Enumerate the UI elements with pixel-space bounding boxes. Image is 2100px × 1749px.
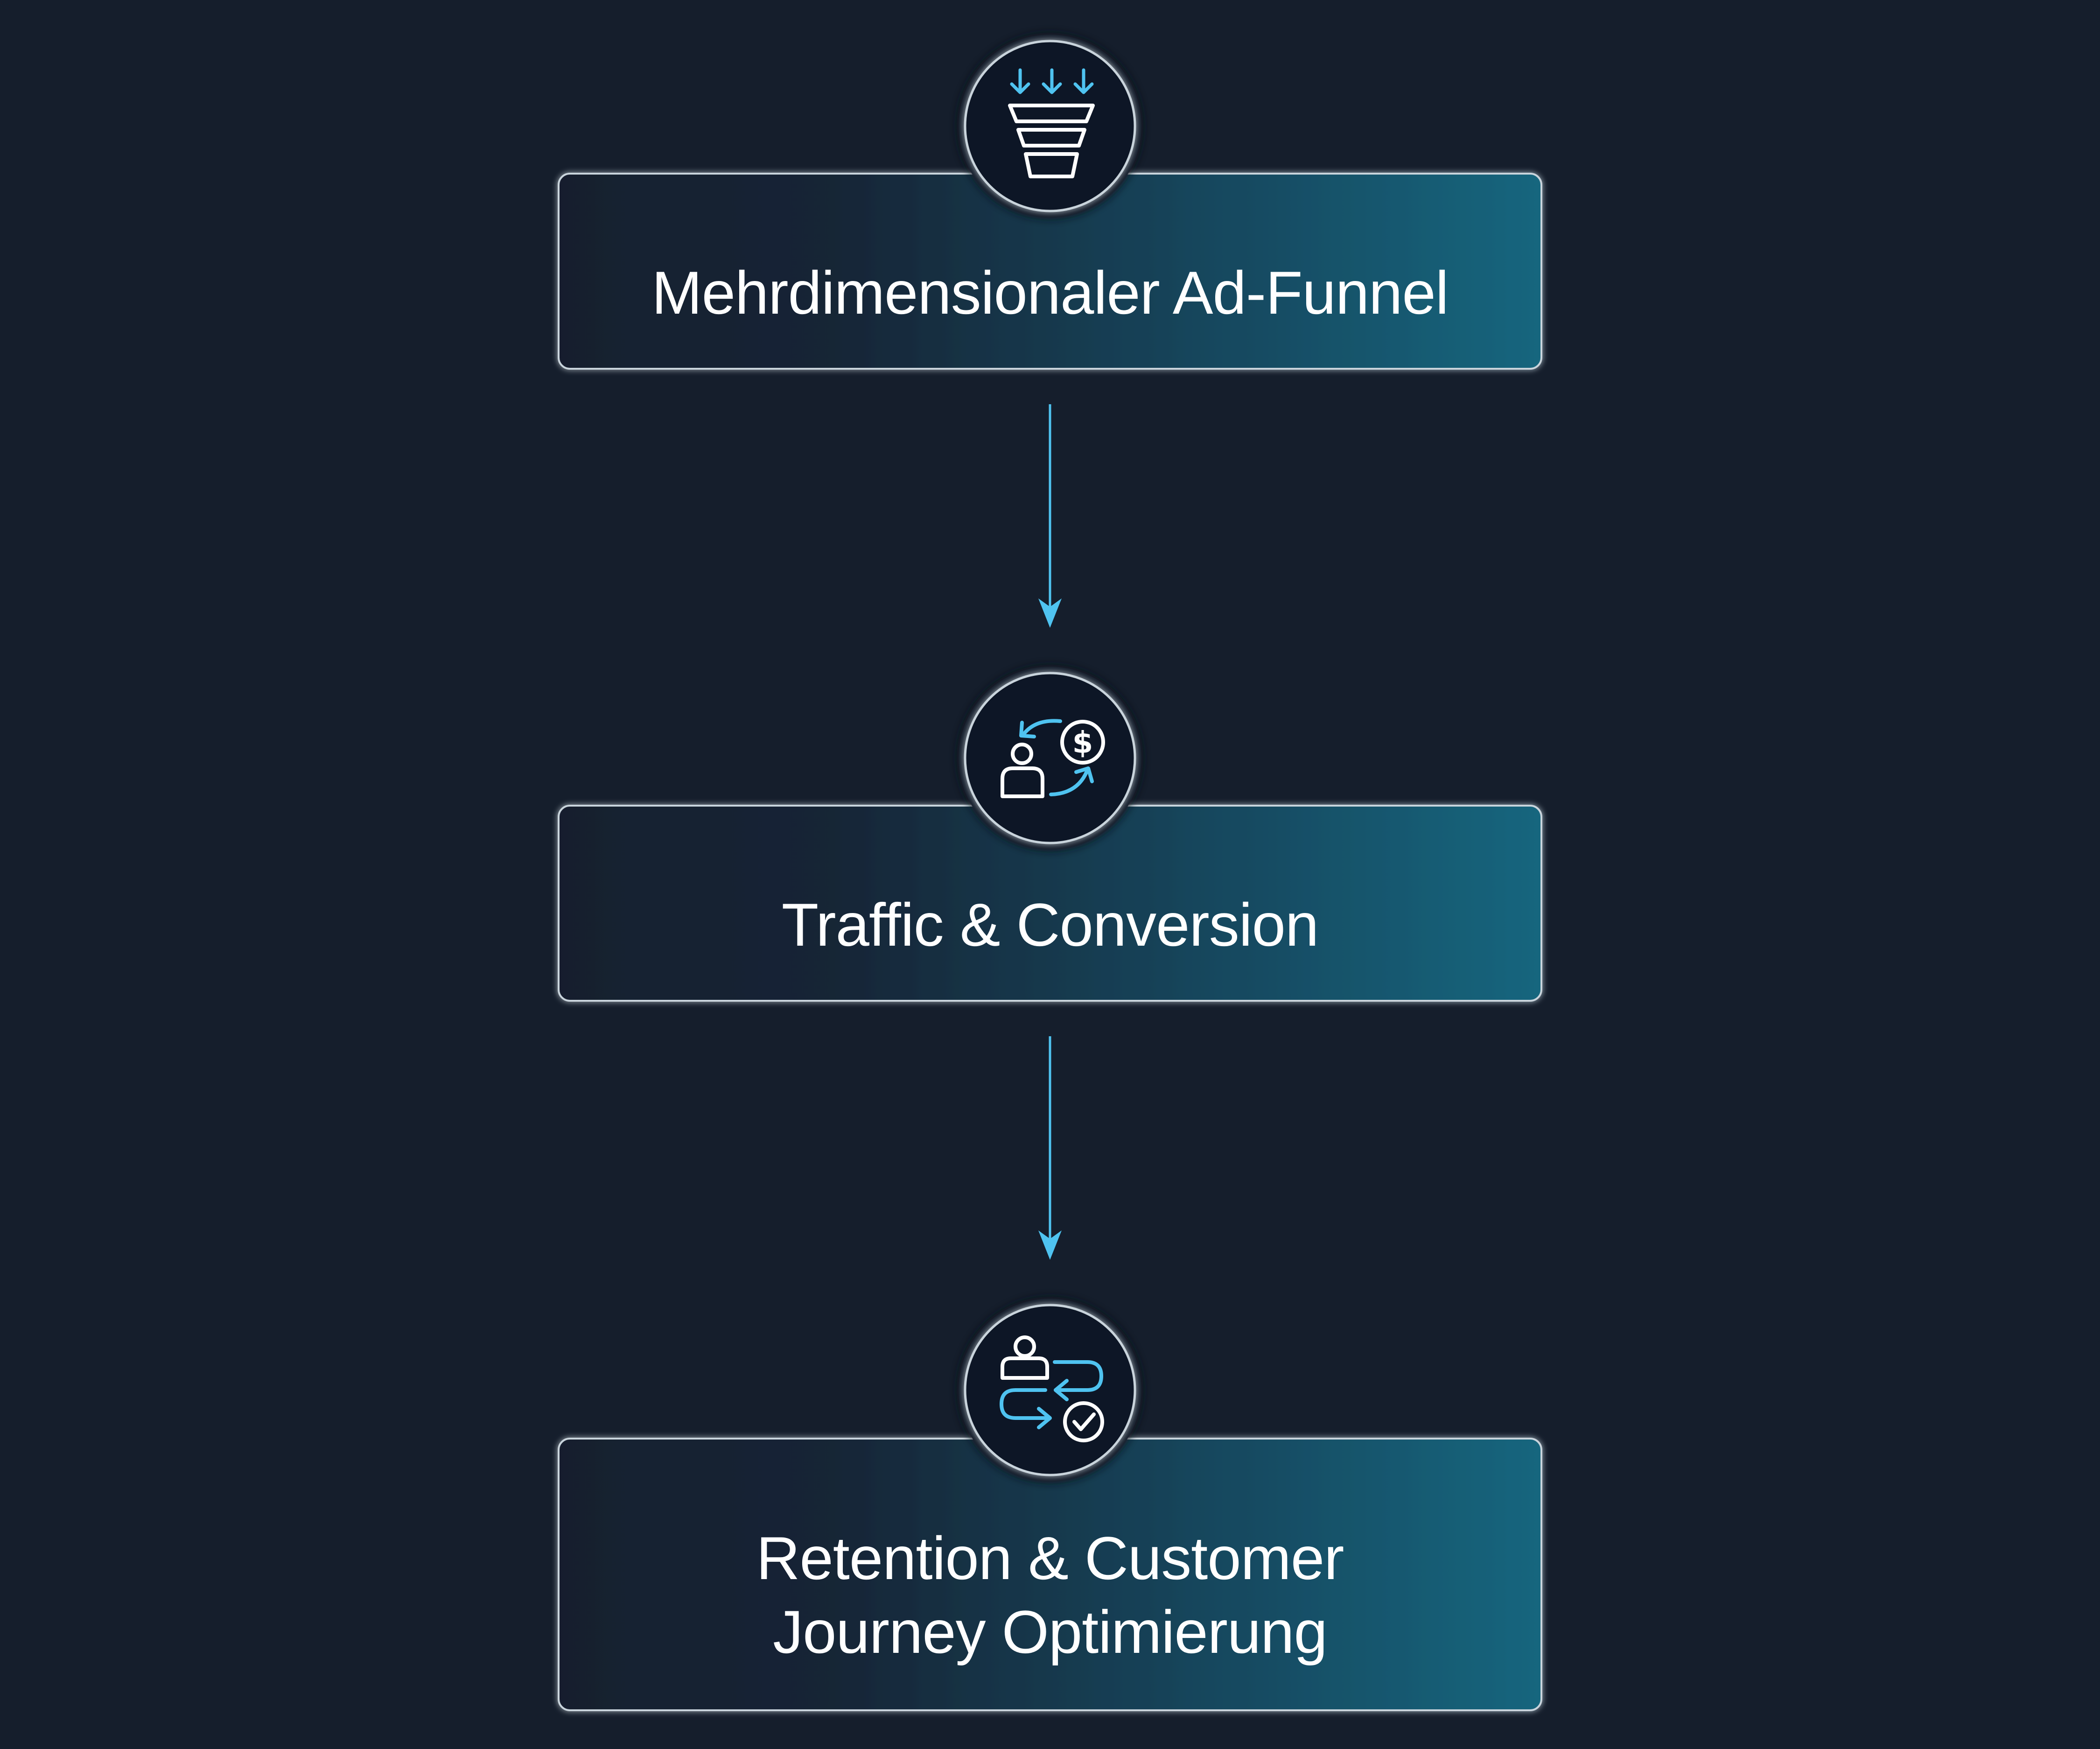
step-title-line-1: Retention & Customer [756, 1524, 1344, 1592]
step-title: Mehrdimensionaler Ad-Funnel [651, 259, 1448, 327]
step-card-retention-journey: Retention & Customer Journey Optimierung [558, 1297, 1542, 1711]
flow-arrow [1038, 404, 1062, 628]
funnel-icon [1008, 68, 1095, 178]
step-title-line-2: Journey Optimierung [773, 1598, 1327, 1666]
icon-badge [964, 1304, 1136, 1476]
user-money-exchange-icon: $ [1001, 719, 1105, 798]
step-card-traffic-conversion: $ Traffic & Conversion [558, 665, 1542, 1002]
step-title: Traffic & Conversion [782, 891, 1318, 959]
step-card-ad-funnel: Mehrdimensionaler Ad-Funnel [558, 33, 1542, 370]
svg-text:$: $ [1072, 726, 1093, 760]
icon-badge: $ [964, 672, 1136, 844]
icon-badge [964, 40, 1136, 212]
user-journey-check-icon [1000, 1335, 1104, 1442]
arrow-head [1038, 1230, 1062, 1260]
arrow-head [1038, 598, 1062, 628]
flow-arrow [1038, 1036, 1062, 1260]
